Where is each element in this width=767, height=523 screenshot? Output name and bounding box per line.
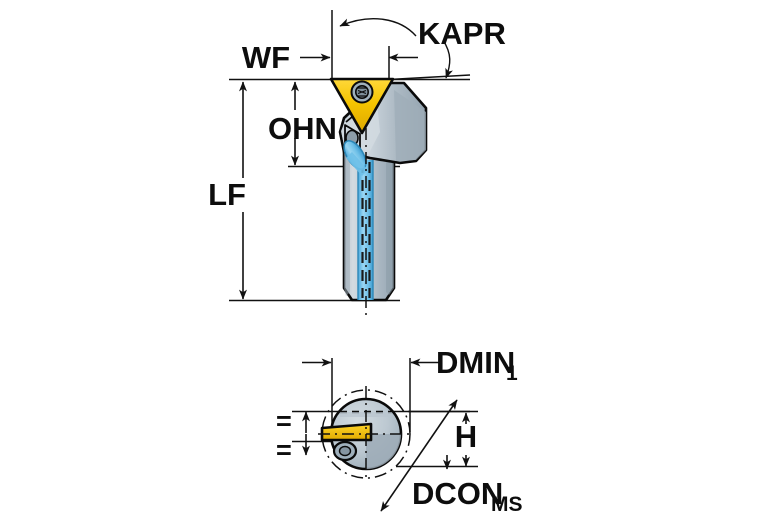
label-dcon: DCON	[412, 476, 503, 511]
dimension-ohn: OHN	[268, 81, 337, 166]
label-kapr: KAPR	[418, 16, 506, 51]
kapr-angle-guides	[339, 18, 471, 81]
label-ohn: OHN	[268, 111, 337, 146]
label-dmin-subscript: 1	[506, 362, 518, 385]
equal-mark-top: =	[276, 406, 292, 436]
side-elevation-view: WF KAPR OHN LF	[208, 10, 506, 320]
equal-mark-bottom: =	[276, 435, 292, 465]
dimension-lf: LF	[208, 81, 247, 300]
label-h: H	[455, 419, 477, 454]
coolant-channel	[343, 128, 374, 320]
dimension-h: H	[455, 412, 477, 467]
dimension-wf: WF	[242, 40, 331, 75]
dimension-kapr: KAPR	[388, 16, 506, 62]
dimension-dcon-ms: DCON MS	[380, 399, 523, 516]
label-dmin: DMIN	[436, 345, 515, 380]
label-wf: WF	[242, 40, 290, 75]
equal-spacing-marks: = =	[276, 406, 310, 465]
dimension-dmin1: DMIN 1	[302, 345, 518, 385]
label-lf: LF	[208, 177, 246, 212]
end-section-view: DMIN 1 = = H DCON MS	[276, 345, 523, 516]
boring-bar-body	[338, 81, 428, 302]
label-dcon-subscript: MS	[491, 493, 523, 516]
